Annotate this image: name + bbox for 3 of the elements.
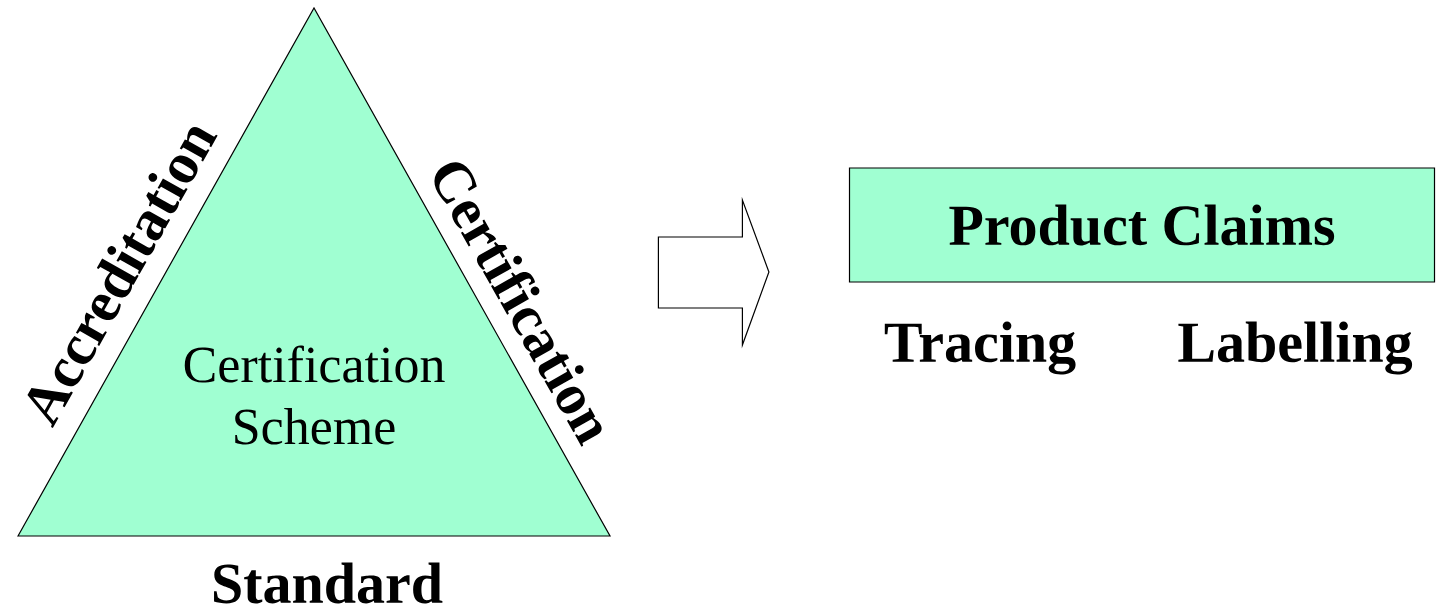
claims-box: Product Claims	[848, 167, 1436, 283]
side-label: Standard	[214, 562, 443, 604]
block-arrow	[657, 196, 770, 349]
